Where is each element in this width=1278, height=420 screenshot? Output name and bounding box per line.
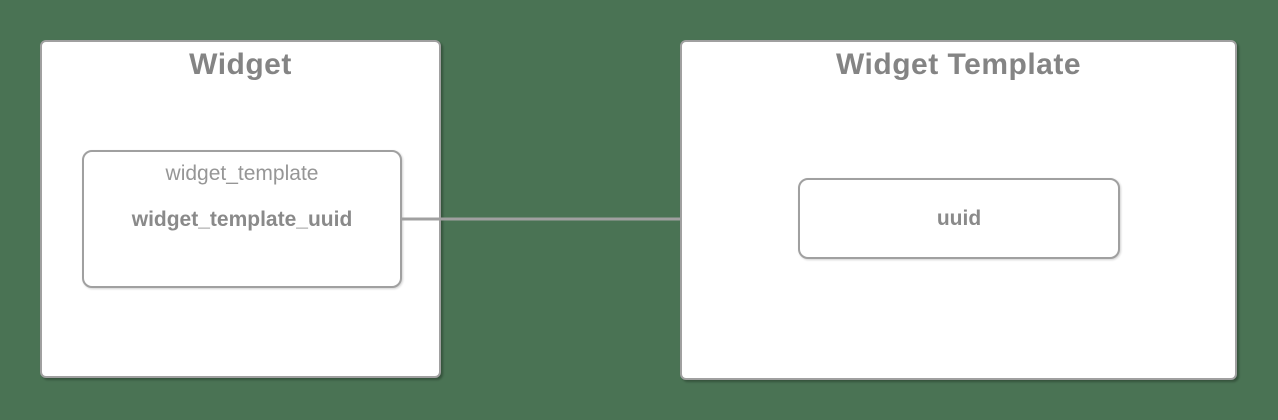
entity-widget-template-title: Widget Template (835, 48, 1082, 81)
widget-template-uuid-field-label: widget_template_uuid (131, 208, 353, 231)
uuid-field[interactable]: uuid (798, 178, 1120, 259)
entity-widget-template[interactable]: Widget Template uuid (680, 40, 1237, 380)
uuid-field-label: uuid (936, 206, 982, 230)
entity-widget[interactable]: Widget widget_template widget_template_u… (40, 40, 441, 378)
widget-template-group-label: widget_template (165, 162, 319, 185)
entity-widget-title: Widget (189, 48, 292, 81)
widget-template-field-group[interactable]: widget_template widget_template_uuid (82, 150, 402, 288)
